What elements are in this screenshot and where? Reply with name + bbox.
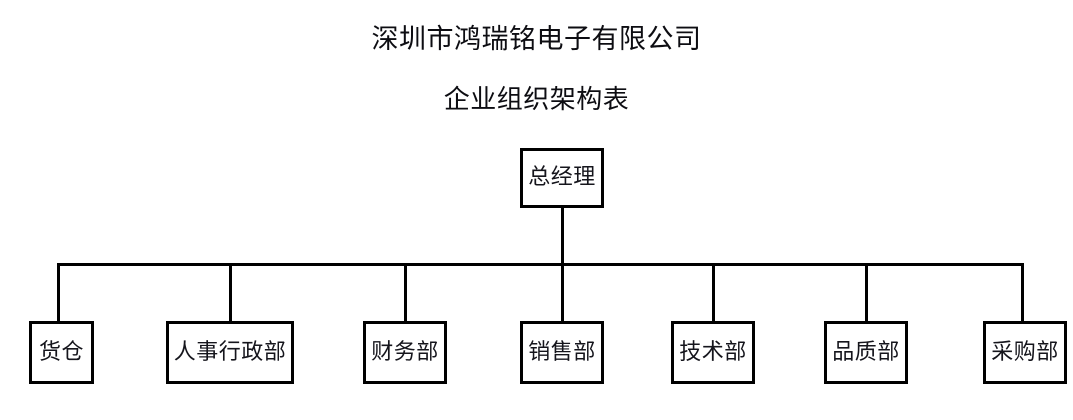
org-node-label: 技术部 bbox=[679, 339, 747, 365]
org-node-general-manager[interactable]: 总经理 bbox=[520, 148, 604, 208]
org-node-technical[interactable]: 技术部 bbox=[671, 321, 755, 384]
connector-drop-purchasing bbox=[1021, 263, 1024, 323]
org-node-label: 销售部 bbox=[528, 339, 596, 365]
org-node-purchasing[interactable]: 采购部 bbox=[983, 321, 1067, 384]
org-node-label: 采购部 bbox=[991, 339, 1059, 365]
org-node-quality[interactable]: 品质部 bbox=[824, 321, 908, 384]
chart-subtitle-block: 企业组织架构表 bbox=[0, 83, 1073, 117]
connector-drop-quality bbox=[865, 263, 868, 323]
connector-drop-warehouse bbox=[57, 263, 60, 323]
org-node-label: 财务部 bbox=[371, 339, 439, 365]
org-node-label: 人事行政部 bbox=[173, 339, 287, 365]
chart-subtitle: 企业组织架构表 bbox=[443, 85, 630, 115]
org-node-finance[interactable]: 财务部 bbox=[363, 321, 447, 384]
chart-title-block: 深圳市鸿瑞铭电子有限公司 bbox=[0, 22, 1073, 58]
connector-root-stem bbox=[561, 208, 564, 266]
org-node-label: 总经理 bbox=[528, 165, 596, 190]
org-node-sales[interactable]: 销售部 bbox=[520, 321, 604, 384]
org-node-hr-admin[interactable]: 人事行政部 bbox=[166, 321, 294, 384]
connector-drop-finance bbox=[404, 263, 407, 323]
connector-drop-sales bbox=[561, 263, 564, 323]
connector-drop-technical bbox=[712, 263, 715, 323]
org-node-label: 品质部 bbox=[832, 339, 900, 365]
org-node-warehouse[interactable]: 货仓 bbox=[29, 321, 94, 384]
org-node-label: 货仓 bbox=[38, 339, 84, 365]
company-title: 深圳市鸿瑞铭电子有限公司 bbox=[371, 24, 702, 55]
connector-horizontal-bus bbox=[58, 263, 1022, 266]
connector-drop-hr-admin bbox=[229, 263, 232, 323]
